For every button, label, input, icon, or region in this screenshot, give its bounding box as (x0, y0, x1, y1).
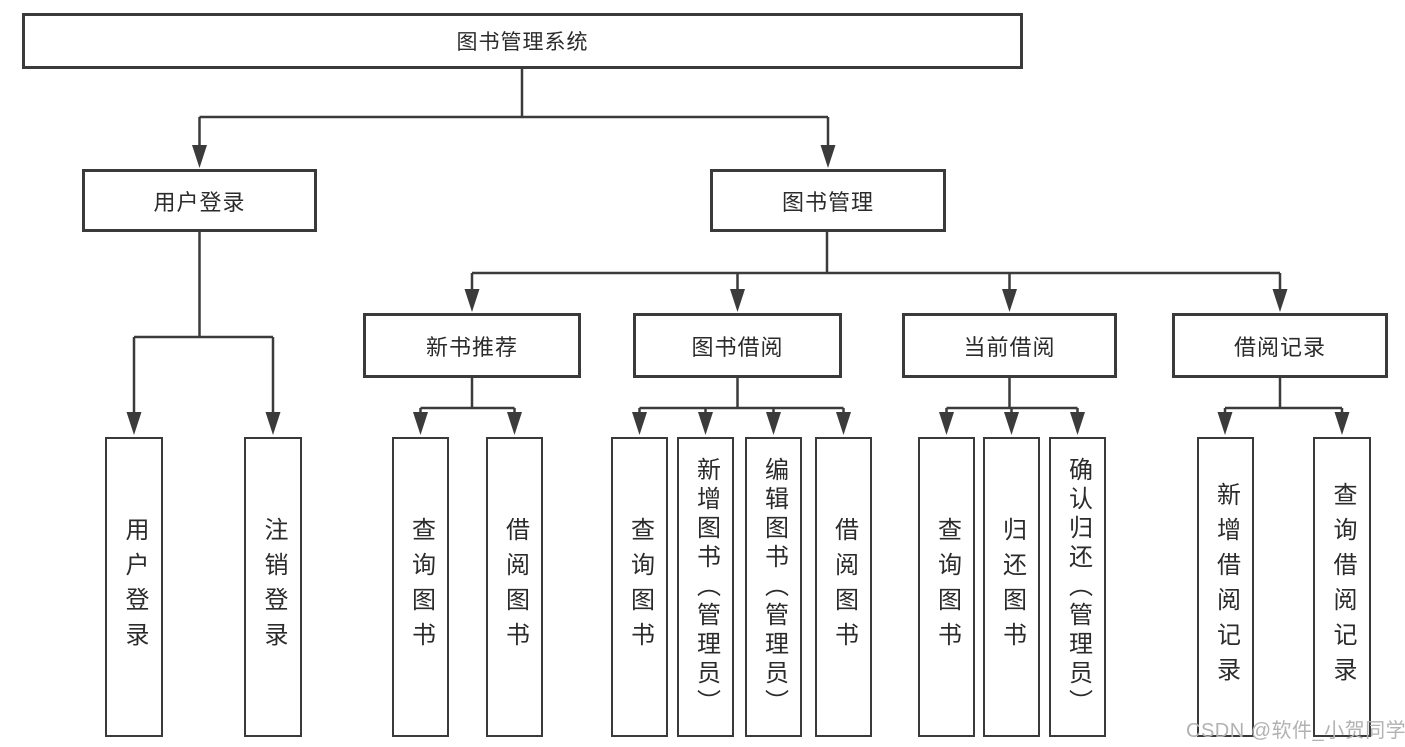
node-user-login-label: 用户登录 (153, 189, 246, 215)
leaf-user-login: 用户登录 (105, 437, 163, 737)
leaf-query-borrow-record-label: 查询借阅记录 (1329, 482, 1356, 692)
node-borrowing-records-label: 借阅记录 (1233, 334, 1326, 360)
leaf-borrowing-query-books-label: 查询图书 (626, 517, 654, 657)
connector-borrowing-records-to-leaves (1217, 378, 1350, 435)
leaf-borrowing-borrow-books: 借阅图书 (815, 437, 872, 737)
connector-book-borrowing-to-leaves (632, 378, 851, 435)
connector-new-book-recommend-to-leaves (413, 378, 522, 435)
node-library-management-system: 图书管理系统 (22, 13, 1023, 69)
leaf-recommend-borrow-books-label: 借阅图书 (501, 517, 529, 657)
node-book-management: 图书管理 (710, 169, 946, 232)
leaf-add-borrow-record-label: 新增借阅记录 (1212, 482, 1240, 692)
node-book-borrowing: 图书借阅 (633, 313, 842, 378)
leaf-current-query-books: 查询图书 (918, 437, 975, 737)
leaf-borrowing-borrow-books-label: 借阅图书 (830, 517, 858, 657)
leaf-return-books: 归还图书 (983, 437, 1040, 737)
leaf-edit-books-admin-label: 编辑图书（管理员） (760, 456, 788, 718)
leaf-user-login-label: 用户登录 (121, 517, 148, 657)
node-library-management-system-label: 图书管理系统 (456, 31, 589, 54)
node-user-login: 用户登录 (82, 169, 317, 232)
node-book-management-label: 图书管理 (781, 189, 874, 215)
node-current-borrowing-label: 当前借阅 (963, 334, 1056, 360)
leaf-add-books-admin: 新增图书（管理员） (677, 437, 734, 737)
leaf-add-borrow-record: 新增借阅记录 (1197, 437, 1254, 737)
node-borrowing-records: 借阅记录 (1172, 313, 1388, 378)
node-book-borrowing-label: 图书借阅 (691, 334, 784, 360)
leaf-recommend-query-books-label: 查询图书 (407, 517, 435, 657)
node-current-borrowing: 当前借阅 (902, 313, 1117, 378)
leaf-recommend-query-books: 查询图书 (392, 437, 449, 737)
leaf-edit-books-admin: 编辑图书（管理员） (745, 437, 802, 737)
leaf-current-query-books-label: 查询图书 (933, 517, 961, 657)
leaf-logout-label: 注销登录 (260, 517, 287, 657)
connector-book-management-to-level3 (464, 232, 1288, 312)
leaf-add-books-admin-label: 新增图书（管理员） (692, 456, 720, 718)
leaf-query-borrow-record: 查询借阅记录 (1313, 437, 1371, 737)
leaf-confirm-return-admin-label: 确认归还（管理员） (1064, 456, 1092, 718)
node-new-book-recommend: 新书推荐 (363, 313, 581, 378)
csdn-watermark: CSDN @软件_小贺同学 (1186, 720, 1405, 742)
leaf-recommend-borrow-books: 借阅图书 (486, 437, 543, 737)
connector-root-to-level2 (192, 69, 836, 168)
leaf-confirm-return-admin: 确认归还（管理员） (1049, 437, 1106, 737)
connector-user-login-to-leaves (126, 232, 281, 435)
leaf-return-books-label: 归还图书 (998, 517, 1026, 657)
node-new-book-recommend-label: 新书推荐 (425, 334, 518, 360)
leaf-borrowing-query-books: 查询图书 (611, 437, 668, 737)
leaf-logout: 注销登录 (244, 437, 302, 737)
connector-current-borrowing-to-leaves (939, 378, 1085, 435)
